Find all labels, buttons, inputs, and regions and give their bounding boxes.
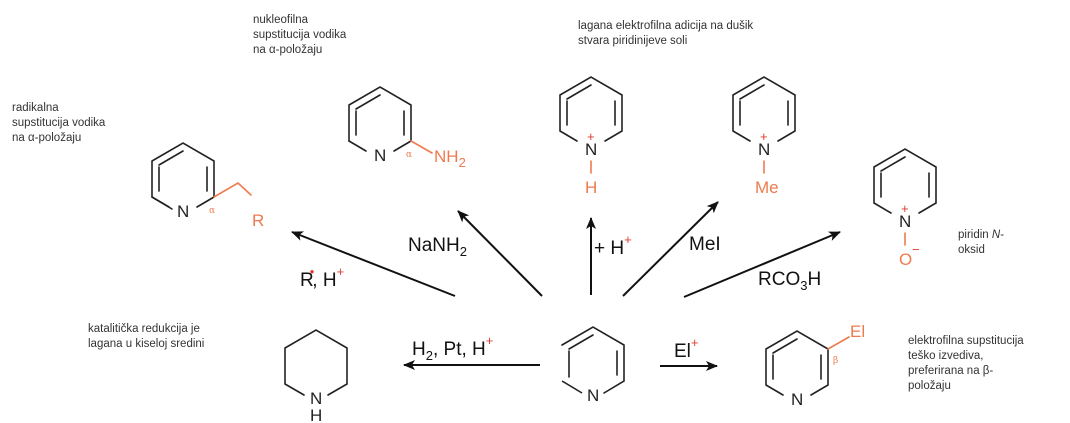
reagent-protonation: + H+ [594,232,632,259]
pyridine-3-el: N β El [765,322,865,409]
reagent-h2-rest: , Pt, H [433,339,486,360]
substituent-el: El [850,322,865,341]
reagent-nanh2-sub: 2 [460,244,467,259]
substituent-nh2: NH2 [434,147,466,170]
alpha-label-amino: α [406,150,412,160]
charge-plus-n-oxide: + [901,201,909,216]
note-catalytic-reduction: katalitička redukcija je lagana u kiselo… [88,323,205,350]
arrow-rco3h [683,231,841,298]
atom-n-pyridinium: N [585,140,597,159]
reagent-h2-main: H [412,339,426,360]
atom-n-radical: N [177,202,189,221]
reagent-hydrogenation: H2, Pt, H+ [412,333,493,363]
alpha-label-radical: α [209,206,215,216]
note-pyridinium-salts: lagana elektrofilna adicija na dušik stv… [578,20,754,47]
atom-n-central: N [587,386,599,405]
beta-label: β [833,356,838,366]
note-electrophilic-substitution: elektrofilna supstitucija teško izvediva… [908,335,1024,392]
reagent-h2-sub: 2 [426,348,433,363]
arrow-mei [622,201,719,297]
reagent-el-plus: + [691,335,699,350]
reagent-radical-r: R [300,270,314,291]
pyridine-central: N [561,326,625,405]
group-me: Me [755,178,779,197]
reagent-rco3h-main: RCO [758,269,800,290]
reagent-radical-h: , H [312,270,336,291]
pyridine-2-amino: N α NH2 [348,86,466,170]
pyridinium-h: N + H [559,76,623,197]
note-radical-substitution: radikalna supstitucija vodika na α-polož… [12,102,106,144]
atom-o-n-oxide: O [899,250,912,269]
atom-n-el: N [791,390,803,409]
reagent-radical: R•, H+ [300,264,344,291]
atom-h-pyridinium: H [585,178,597,197]
piperidine: N H [284,329,348,423]
reagent-h2-plus: + [486,333,494,348]
charge-minus-n-oxide: − [912,242,920,257]
nh2-sub: 2 [459,155,466,170]
reagent-nanh2: NaNH2 [408,235,467,259]
note-n-oxide-suffix: - oksid [958,229,1005,256]
atom-n-piperidine: N [310,389,322,408]
nh2-main: NH [434,147,459,166]
atom-n-methylpyridinium: N [758,140,770,159]
note-n-oxide-prefix: piridin [958,229,992,241]
substituent-r: R [252,211,264,230]
reagent-protonation-plus: + [624,232,632,247]
reagent-radical-plus: + [337,264,345,279]
atom-n-oxide: N [899,212,911,231]
reagent-radical-dot: • [310,264,315,279]
note-nucleophilic-substitution: nukleofilna supstitucija vodika na α-pol… [253,14,347,56]
arrow-nanh2 [457,210,543,297]
charge-plus-methylpyridinium: + [760,129,768,144]
pyridine-n-oxide: N + O − [873,148,937,269]
pyridine-2-r: N α R [151,142,264,230]
reagent-mei: MeI [689,234,721,255]
reagent-protonation-h: + H [594,238,624,259]
atom-h-piperidine: H [310,406,322,423]
arrow-radical [291,231,456,297]
reagent-rco3h-h: H [807,269,821,290]
reagent-el-main: El [674,341,691,362]
reagent-rco3h-sub: 3 [800,278,807,293]
reagent-nanh2-main: NaNH [408,235,460,256]
charge-plus-pyridinium: + [587,129,595,144]
reagent-rco3h: RCO3H [758,269,821,293]
reagent-electrophile: El+ [674,335,699,362]
pyridinium-me: N + Me [732,76,796,197]
atom-n-amino: N [374,146,386,165]
note-pyridine-n-oxide: piridin N- oksid [958,228,1004,258]
note-n-oxide-italic: N [991,229,1001,241]
